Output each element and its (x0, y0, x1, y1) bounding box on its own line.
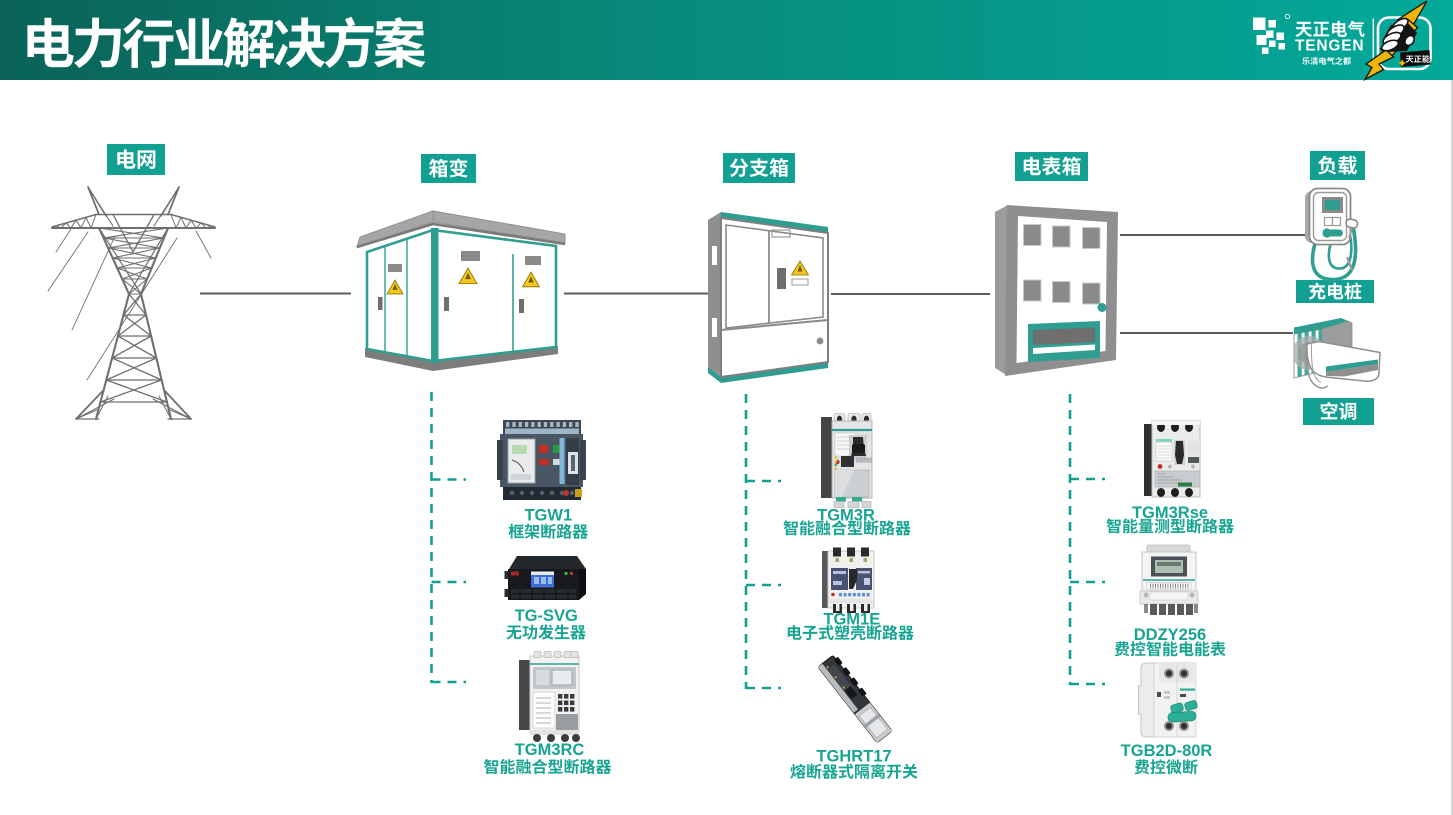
svg-text:TGB2D-80R: TGB2D-80R (1121, 742, 1213, 760)
svg-text:TG-SVG: TG-SVG (515, 607, 578, 625)
svg-text:DDZY256: DDZY256 (1134, 626, 1206, 644)
svg-text:TGM1E: TGM1E (823, 611, 880, 629)
svg-text:TENGEN: TENGEN (1295, 38, 1364, 55)
svg-text:TGM3RC: TGM3RC (515, 741, 585, 759)
svg-text:TGHRT17: TGHRT17 (816, 748, 891, 766)
svg-text:TGM3R: TGM3R (817, 507, 875, 525)
svg-text:TGW1: TGW1 (524, 506, 572, 524)
svg-text:TGM3Rse: TGM3Rse (1132, 504, 1208, 522)
